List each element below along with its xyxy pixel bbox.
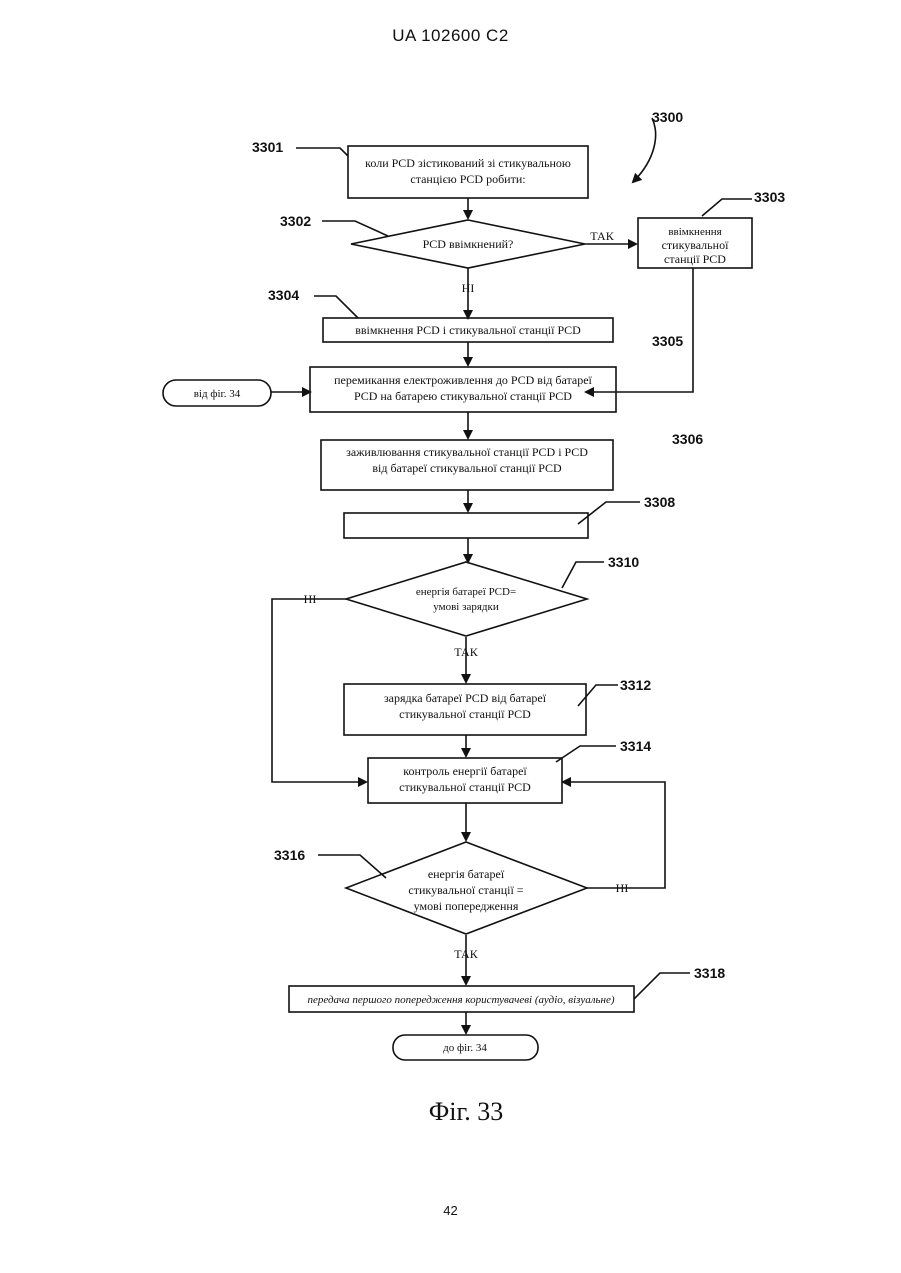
figure-caption: Фіг. 33 bbox=[429, 1097, 504, 1126]
terminal-from-fig-text: від фіг. 34 bbox=[194, 388, 241, 400]
decision-3316-line2: стикувальної станції = bbox=[408, 883, 523, 897]
box-3306-line2: PCD на батарею стикувальної станції PCD bbox=[354, 389, 572, 403]
connector-3310-no bbox=[272, 599, 366, 782]
ref-3312: 3312 bbox=[620, 677, 651, 693]
box-3301-line1: коли PCD зістикований зі стикувальною bbox=[365, 156, 571, 170]
page-number: 42 bbox=[0, 1203, 901, 1218]
leader-3304 bbox=[314, 296, 358, 318]
box-3312-line1: зарядка батареї PCD від батареї bbox=[384, 691, 547, 705]
connector-3316-no bbox=[563, 782, 665, 888]
leader-3316 bbox=[318, 855, 386, 878]
leader-3314 bbox=[556, 746, 616, 762]
ref-3304: 3304 bbox=[268, 287, 299, 303]
leader-3301 bbox=[296, 148, 348, 156]
leader-3303 bbox=[702, 199, 752, 216]
ref-3308: 3308 bbox=[644, 494, 675, 510]
leader-3302 bbox=[322, 221, 388, 236]
box-3306b-line1: заживлювання стикувальної станції PCD і … bbox=[346, 445, 588, 459]
box-3312-line2: стикувальної станції PCD bbox=[399, 707, 531, 721]
box-3306-line1: перемикання електроживлення до PCD від б… bbox=[334, 373, 592, 387]
decision-3316-line1: енергія батареї bbox=[428, 867, 505, 881]
box-3314-line1: контроль енергії батареї bbox=[403, 764, 527, 778]
label-yes-3310: ТАК bbox=[454, 645, 478, 659]
box-3303-line1: ввімкнення bbox=[668, 226, 721, 238]
ref-3306: 3306 bbox=[672, 431, 703, 447]
box-3303-line2: стикувальної bbox=[662, 238, 729, 252]
leader-3318 bbox=[634, 973, 690, 999]
decision-3302-text: PCD ввімкнений? bbox=[423, 237, 514, 251]
box-3303-line3: станції PCD bbox=[664, 252, 726, 266]
label-no-3316: НІ bbox=[616, 881, 629, 895]
ref-3310: 3310 bbox=[608, 554, 639, 570]
label-yes-3316: ТАК bbox=[454, 947, 478, 961]
ref-3300: 3300 bbox=[652, 109, 683, 125]
terminal-to-fig-text: до фіг. 34 bbox=[443, 1042, 487, 1054]
box-3304-text: ввімкнення PCD і стикувальної станції PC… bbox=[355, 323, 581, 337]
ref-3316: 3316 bbox=[274, 847, 305, 863]
box-3301-line2: станцією PCD робити: bbox=[410, 172, 525, 186]
leader-3310 bbox=[562, 562, 604, 588]
leader-3312 bbox=[578, 685, 618, 706]
box-3318-text: передача першого попередження користувач… bbox=[307, 994, 614, 1006]
decision-3310 bbox=[346, 562, 587, 636]
label-yes-3302: ТАК bbox=[590, 229, 614, 243]
ref-3314: 3314 bbox=[620, 738, 651, 754]
box-3314-line2: стикувальної станції PCD bbox=[399, 780, 531, 794]
ref-3302: 3302 bbox=[280, 213, 311, 229]
decision-3316-line3: умові попередження bbox=[414, 899, 519, 913]
box-3306b-line2: від батареї стикувальної станції PCD bbox=[372, 461, 562, 475]
connector-3305 bbox=[586, 268, 693, 392]
ref-3303: 3303 bbox=[754, 189, 785, 205]
ref-3305: 3305 bbox=[652, 333, 683, 349]
label-no-3302: НІ bbox=[462, 281, 475, 295]
ref-3318: 3318 bbox=[694, 965, 725, 981]
decision-3310-line2: умові зарядки bbox=[433, 601, 499, 613]
label-no-3310: НІ bbox=[304, 592, 317, 606]
ref-3301: 3301 bbox=[252, 139, 283, 155]
figure-pointer-arrow bbox=[633, 118, 656, 182]
decision-3310-line1: енергія батареї PCD= bbox=[416, 586, 516, 598]
process-box-3308 bbox=[344, 513, 588, 538]
